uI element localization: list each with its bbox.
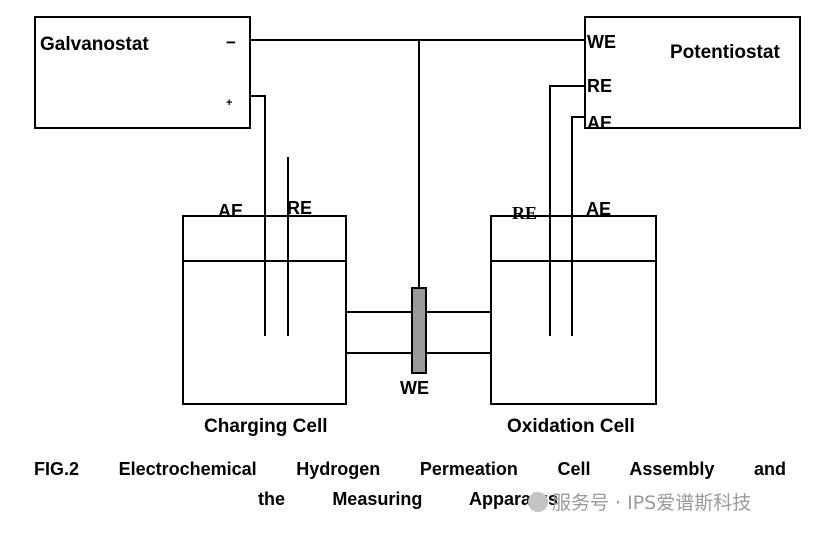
- oxidation-ae-label: AE: [586, 199, 611, 219]
- potentiostat-terminal-re: RE: [587, 76, 612, 96]
- galvanostat-label: Galvanostat: [40, 34, 149, 55]
- wire-potentiostat-ae: [571, 116, 585, 336]
- we-membrane: [411, 287, 427, 374]
- figure-caption-line-2: the Measuring Apparatus: [258, 489, 558, 509]
- potentiostat-label: Potentiostat: [670, 42, 780, 63]
- charging-cell-label: Charging Cell: [204, 416, 328, 437]
- wire-potentiostat-re: [549, 85, 585, 336]
- galvanostat-minus-terminal: −: [226, 33, 236, 52]
- charging-re-label: RE: [287, 198, 312, 218]
- galvanostat-plus-terminal: +: [226, 97, 232, 109]
- oxidation-re-label: RE: [512, 203, 537, 223]
- watermark-text: 服务号 · IPS爱谱斯科技: [552, 492, 752, 514]
- oxidation-cell-label: Oxidation Cell: [507, 416, 635, 437]
- potentiostat-terminal-ae: AE: [587, 113, 612, 133]
- figure-caption-line-1: FIG.2 Electrochemical Hydrogen Permeatio…: [34, 459, 786, 479]
- wire-plus-to-ae: [250, 95, 266, 336]
- we-membrane-label: WE: [400, 378, 429, 398]
- potentiostat-terminal-we: WE: [587, 32, 616, 52]
- wechat-icon: [528, 491, 548, 512]
- potentiostat-box: [584, 16, 801, 129]
- charging-ae-label: AE: [218, 201, 243, 221]
- galvanostat-box: [34, 16, 251, 129]
- oxidation-cell-body: [490, 215, 657, 405]
- watermark: 服务号 · IPS爱谱斯科技: [528, 488, 751, 515]
